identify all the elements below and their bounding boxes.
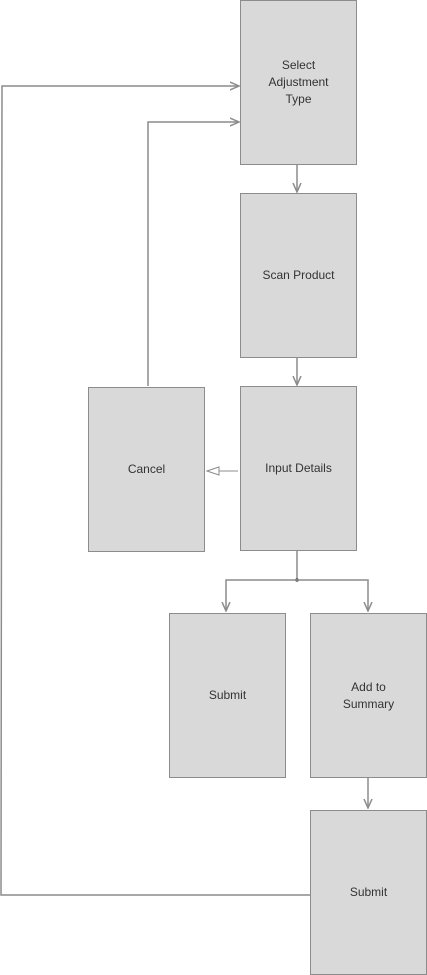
node-scan-product: Scan Product <box>240 193 357 358</box>
node-submit: Submit <box>169 613 286 778</box>
connector-branch-to-submit <box>226 579 297 611</box>
node-input-details: Input Details <box>240 386 357 551</box>
connector-cancel-to-select <box>147 122 239 386</box>
node-select-adjustment-type: Select Adjustment Type <box>240 0 357 165</box>
connector-branch-to-add-summary <box>297 579 368 611</box>
node-add-to-summary: Add to Summary <box>310 613 427 778</box>
node-submit-final: Submit <box>310 810 427 975</box>
node-cancel: Cancel <box>88 387 205 552</box>
connector-submit-to-select <box>0 86 310 896</box>
